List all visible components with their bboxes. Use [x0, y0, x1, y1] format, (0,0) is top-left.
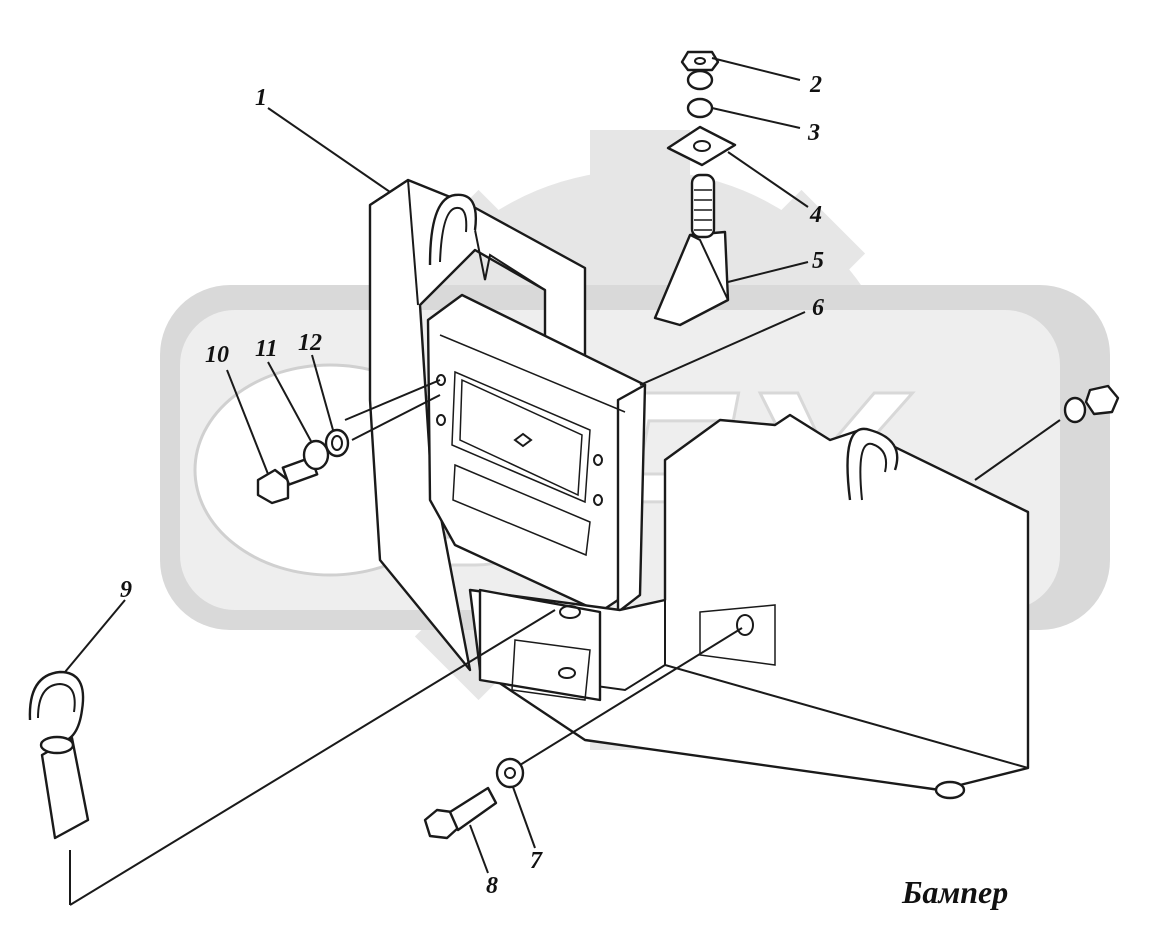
wedge-part: [653, 173, 730, 327]
callout-12: 12: [298, 330, 322, 356]
callout-7: 7: [530, 848, 543, 874]
callout-4: 4: [809, 202, 822, 228]
callout-5: 5: [812, 248, 824, 274]
callout-8: 8: [486, 873, 498, 899]
callout-9: 9: [120, 577, 132, 603]
callout-labels: 1 2 3 4 5 6 7 8 9 10 11 12: [120, 72, 824, 899]
callout-11: 11: [255, 336, 278, 362]
lower-bolt-set: [423, 627, 743, 840]
bumper-body: [468, 413, 1030, 800]
diagram-caption: Бампер: [901, 874, 1008, 910]
callout-6: 6: [812, 295, 824, 321]
leader-lines: [64, 57, 809, 874]
plate-bolt-set: [256, 379, 441, 505]
hitch-pin: [28, 609, 556, 906]
callout-1: 1: [255, 85, 267, 111]
callout-3: 3: [807, 120, 820, 146]
callout-2: 2: [809, 72, 822, 98]
side-nut-washer: [974, 384, 1120, 481]
callout-10: 10: [205, 342, 229, 368]
bracket-frame: [368, 178, 587, 672]
stud-hardware: [666, 50, 737, 167]
mounting-plate: [426, 293, 647, 614]
